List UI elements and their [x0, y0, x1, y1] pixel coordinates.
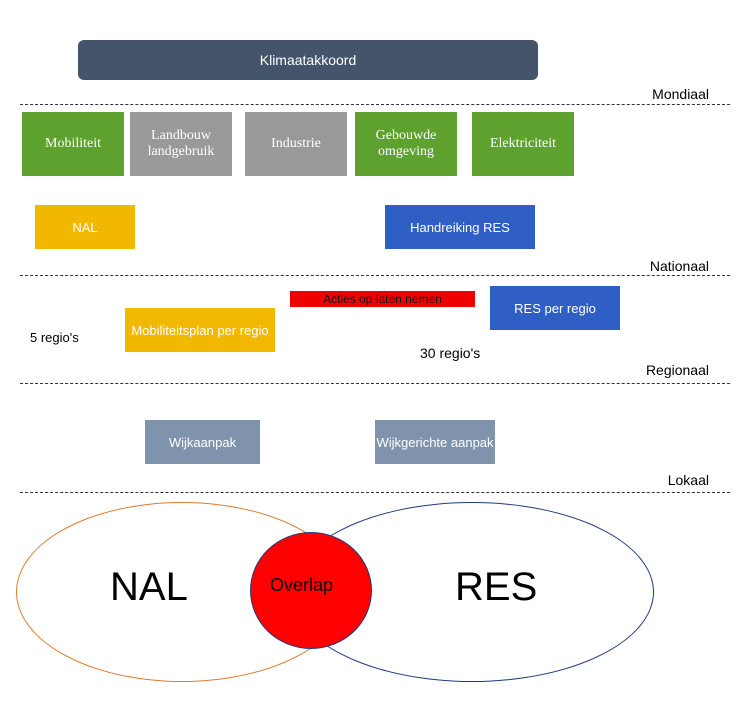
- level-label-nationaal: Nationaal: [649, 258, 709, 274]
- level-label-mondiaal: Mondiaal: [652, 86, 709, 102]
- sector-gebouwde-omgeving: Gebouwde omgeving: [355, 112, 457, 176]
- doc-wijkgerichte-aanpak: Wijkgerichte aanpak: [375, 420, 495, 464]
- sector-elektriciteit: Elektriciteit: [472, 112, 574, 176]
- venn-label-nal: NAL: [110, 565, 188, 609]
- doc-res-per-regio: RES per regio: [490, 286, 620, 330]
- regions-label-30: 30 regio's: [420, 345, 481, 361]
- klimaatakkoord-box: Klimaatakkoord: [78, 40, 538, 80]
- level-divider: [20, 104, 730, 105]
- venn-label-overlap: Overlap: [270, 575, 334, 595]
- doc-nal: NAL: [35, 205, 135, 249]
- level-label-lokaal: Lokaal: [667, 472, 709, 488]
- venn-label-res: RES: [455, 565, 538, 609]
- doc-handreiking-res: Handreiking RES: [385, 205, 535, 249]
- doc-wijkaanpak: Wijkaanpak: [145, 420, 260, 464]
- sector-mobiliteit: Mobiliteit: [22, 112, 124, 176]
- level-label-regionaal: Regionaal: [645, 362, 709, 378]
- level-divider: [20, 383, 730, 384]
- sector-industrie: Industrie: [245, 112, 347, 176]
- venn-overlap: [250, 532, 372, 649]
- level-divider: [20, 275, 730, 276]
- regions-label-5: 5 regio's: [30, 330, 79, 345]
- acties-arrow: Acties op laten nemen: [290, 291, 475, 307]
- level-divider: [20, 492, 730, 493]
- sector-landbouw: Landbouw landgebruik: [130, 112, 232, 176]
- doc-mobiliteitsplan: Mobiliteitsplan per regio: [125, 308, 275, 352]
